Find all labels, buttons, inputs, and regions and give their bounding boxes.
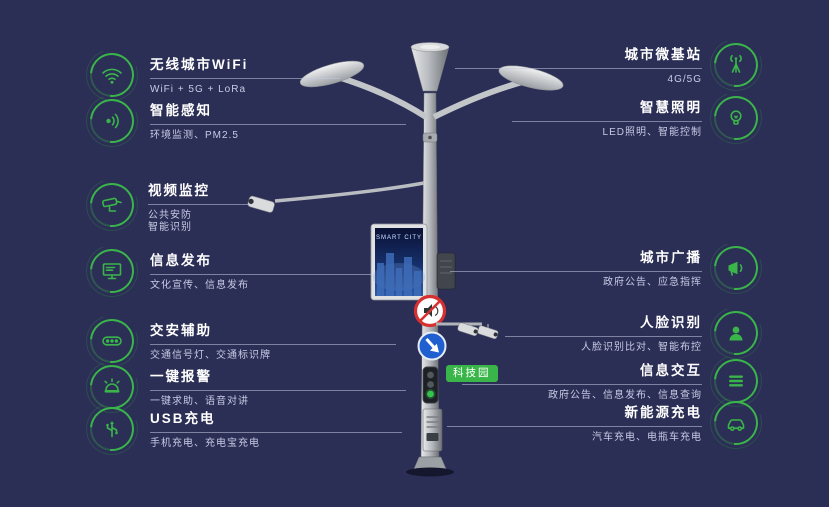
feature-subtitle: 政府公告、应急指挥 [603,277,702,288]
feature-title: 智慧照明 [640,100,702,115]
feature-title: 信息发布 [150,253,212,268]
feature-subtitle: 文化宣传、信息发布 [150,280,249,291]
connector-line [505,336,702,337]
connector-line [447,426,702,427]
connector-line [148,204,252,205]
face-cameras [436,322,499,339]
speaker-cabinet [436,252,456,290]
connector-line [150,432,402,433]
traffic-signal-icon [90,319,134,363]
feature-subtitle: 交通信号灯、交通标识牌 [150,350,271,361]
feature-subtitle: WiFi + 5G + LoRa [150,84,247,95]
tech-park-tag: 科技园 [446,365,498,382]
feature-title: USB充电 [150,411,216,426]
cctv-icon [90,183,134,227]
feature-broadcast: 城市广播 政府公告、应急指挥 [603,250,702,289]
lamp-arm-right [432,65,564,120]
connector-line [450,271,702,272]
feature-subtitle: 公共安防 智能识别 [148,210,192,233]
screen-title: SMART CITY [376,235,422,241]
control-cabinet [422,408,443,452]
alarm-icon [90,365,134,409]
info-bars-icon [714,359,758,403]
info-screen: SMART CITY [370,223,428,301]
usb-icon [90,407,134,451]
feature-subtitle: LED照明、智能控制 [602,127,702,138]
traffic-light [422,366,439,404]
feature-subtitle: 环境监测、PM2.5 [150,130,239,141]
feature-title: 人脸识别 [640,315,702,330]
connector-line [150,344,396,345]
antenna-icon [714,43,758,87]
connector-line [455,68,702,69]
environment-sensor [422,132,438,143]
feature-title: 新能源充电 [624,405,702,420]
feature-traffic-aid: 交安辅助 交通信号灯、交通标识牌 [150,323,271,362]
feature-title: 视频监控 [148,183,210,198]
lamp-arm-left [299,60,428,120]
direction-sign [417,331,447,361]
smart-pole-illustration: SMART CITY [247,42,564,477]
pole-base [406,456,454,477]
connector-line [150,78,340,79]
speaker-icon [714,246,758,290]
feature-info-interaction: 信息交互 政府公告、信息发布、信息查询 [548,363,702,402]
feature-subtitle: 政府公告、信息发布、信息查询 [548,390,702,401]
no-horn-sign [413,294,447,328]
feature-sos: 一键报警 一键求助、语音对讲 [150,369,249,408]
feature-title: 智能感知 [150,103,212,118]
feature-subtitle: 手机充电、充电宝充电 [150,438,260,449]
sensor-icon [90,99,134,143]
bulb-icon [714,96,758,140]
connector-line [150,390,406,391]
feature-usb-charge: USB充电 手机充电、充电宝充电 [150,411,260,450]
ev-charging-icon [714,401,758,445]
cctv-camera [247,181,425,213]
feature-info-publish: 信息发布 文化宣传、信息发布 [150,253,249,292]
top-lamp [410,42,450,92]
feature-subtitle: 4G/5G [667,74,702,85]
wifi-icon [90,53,134,97]
feature-subtitle: 人脸识别比对、智能布控 [581,342,702,353]
connector-line [150,124,406,125]
face-recognition-icon [714,311,758,355]
feature-sensing: 智能感知 环境监测、PM2.5 [150,103,239,142]
connector-line [462,384,702,385]
connector-line [150,274,372,275]
feature-title: 交安辅助 [150,323,212,338]
feature-subtitle: 一键求助、语音对讲 [150,396,249,407]
feature-smart-lighting: 智慧照明 LED照明、智能控制 [603,100,702,139]
feature-title: 一键报警 [150,369,212,384]
feature-wifi: 无线城市WiFi WiFi + 5G + LoRa [150,57,248,96]
feature-title: 信息交互 [640,363,702,378]
feature-title: 城市微基站 [624,47,702,62]
feature-video: 视频监控 公共安防 智能识别 [148,183,210,233]
screen-icon [90,249,134,293]
connector-line [512,121,702,122]
feature-title: 城市广播 [640,250,702,265]
feature-micro-station: 城市微基站 4G/5G [625,47,703,86]
feature-ev-charging: 新能源充电 汽车充电、电瓶车充电 [592,405,702,444]
feature-title: 无线城市WiFi [150,57,249,72]
feature-subtitle: 汽车充电、电瓶车充电 [592,432,702,443]
feature-face-recognition: 人脸识别 人脸识别比对、智能布控 [581,315,702,354]
